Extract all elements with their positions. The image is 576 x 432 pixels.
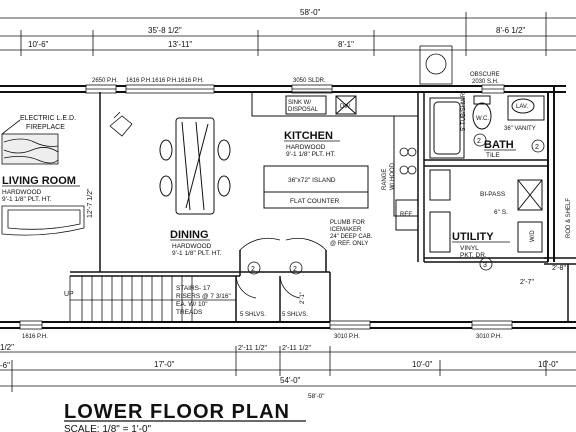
sink-label: SINK W/ [288, 100, 311, 106]
door-tag-3: 2 [477, 138, 481, 145]
plan-scale: SCALE: 1/8" = 1'-0" [64, 424, 152, 432]
staircase [69, 275, 237, 323]
bottom-dim-seg4: 10'-0" [412, 360, 433, 369]
plan-title: LOWER FLOOR PLAN [64, 401, 290, 423]
plumb-note-1: PLUMB FOR [330, 220, 366, 226]
chimney-box [419, 45, 453, 85]
wd-label: W/D [530, 230, 536, 242]
utility-floor-label: VINYL [460, 245, 479, 252]
kitchen-island [263, 165, 369, 209]
range-label: RANGE [382, 169, 388, 190]
top-dim-mid1: 13'-11" [168, 40, 192, 49]
dishwasher-label: DW [340, 104, 350, 110]
stairs-note-2: RISERS @ 7 3/16" [176, 293, 231, 300]
vertical-dim-living: 12'-7 1/2" [87, 188, 94, 218]
disposal-label: DISPOSAL [288, 107, 319, 113]
door-tag-2: 2 [293, 266, 297, 273]
bottom-dim-seg2: 2'-11 1/2" [238, 345, 268, 352]
bottom-dim-seg3: 2'-11 1/2" [282, 345, 312, 352]
stairs-note-1: STAIRS- 17 [176, 285, 211, 292]
utility-fixtures [429, 169, 543, 253]
bottom-dim-seg1: 17'-0" [154, 360, 175, 369]
living-height-label: 9'-1 1/8" PLT. HT. [2, 196, 52, 203]
top-overall-dim: 58'-0" [300, 8, 321, 17]
bottom-windows [19, 320, 513, 330]
ref-label: REF [400, 212, 412, 218]
fireplace-label-2: FIREPLACE [26, 124, 65, 131]
plumb-note-4: @ REF. ONLY [330, 241, 368, 247]
window-label-obscure-size: 2030 S.H. [472, 79, 499, 85]
door-tag-4: 2 [535, 144, 539, 151]
closet-dim: 2'-1" [300, 292, 306, 304]
stairs-note-4: TREADS [176, 309, 203, 316]
dining-table [175, 117, 215, 215]
bottom-window-mid: 3010 P.H. [334, 334, 360, 340]
window-label-2650: 2650 P.H. [92, 78, 118, 84]
lav-label: LAV. [516, 104, 528, 110]
vanity-label: 36" VANITY [504, 126, 536, 132]
dining-height-label: 9'-1 1/8" PLT. HT. [172, 250, 222, 257]
sofa [1, 205, 85, 236]
window-label-slider: 3050 SLDR. [293, 78, 326, 84]
utility-label: UTILITY [452, 231, 494, 243]
door-swings [235, 237, 327, 299]
living-floor-label: HARDWOOD [2, 189, 42, 196]
lounge-chair-icon [109, 111, 133, 137]
window-label-obscure: OBSCURE [470, 72, 500, 78]
fireplace [1, 119, 59, 165]
bath-floor-label: TILE [486, 152, 500, 159]
shelves-left-label: 5 SHLVS. [240, 312, 266, 318]
top-dim-left: 10'-6" [28, 40, 49, 49]
bottom-window-right: 3010 P.H. [476, 334, 502, 340]
stairs-note-3: EA. W/ 10" [176, 301, 208, 308]
shelves-right-label: 5 SHLVS. [282, 312, 308, 318]
top-dimensions [0, 12, 576, 56]
vent-circle-icon [425, 53, 447, 75]
tub-label: 5' TUB/SHWR [461, 92, 467, 131]
plumb-note-2: ICEMAKER [330, 227, 362, 233]
bottom-overall-dim: 54'-0" [280, 376, 301, 385]
wc-label: W.C. [476, 116, 489, 122]
rod-shelf-label: ROD & SHELF [566, 198, 572, 238]
kitchen-cabinets [251, 91, 419, 217]
fireplace-label-1: ELECTRIC L.E.D. [20, 115, 76, 122]
range-burners [399, 147, 417, 175]
bath-label: BATH [484, 139, 514, 151]
top-dim-b: 8'-6 1/2" [496, 26, 525, 35]
top-dim-a: 35'-8 1/2" [148, 26, 182, 35]
hood-label: W/ HOOD [390, 162, 396, 190]
window-label-1616: 1616 P.H.1616 P.H.1616 P.H. [126, 78, 204, 84]
kitchen-height-label: 9'-1 1/8" PLT. HT. [286, 151, 336, 158]
bottom-window-left: 1616 P.H. [22, 334, 48, 340]
stairs-up-label: UP [64, 291, 74, 298]
refrigerator [395, 199, 419, 231]
kitchen-label: KITCHEN [284, 130, 333, 142]
living-room-label: LIVING ROOM [2, 175, 76, 187]
utility-door-label: PKT. DR. [460, 252, 487, 259]
top-windows [85, 84, 505, 94]
bottom-overall-alt: 58'-0" [308, 393, 325, 400]
bipass-label: BI-PASS [480, 191, 506, 198]
flat-counter-label: FLAT COUNTER [290, 198, 340, 205]
shelves-label: 6" S. [494, 209, 508, 216]
plumb-note-3: 24" DEEP CAB. [330, 234, 373, 240]
right-dim-a: 2'-7" [520, 279, 534, 286]
door-tag-5: 3 [483, 262, 487, 269]
dining-chairs [159, 139, 231, 197]
door-tags [247, 133, 545, 275]
bottom-dim-left: 1/2" [0, 343, 14, 352]
bottom-dimensions [0, 346, 576, 392]
island-label: 36"x72" ISLAND [288, 177, 336, 184]
right-dim-b: 2'-8" [552, 265, 566, 272]
bottom-dim-left2: -6" [0, 361, 10, 370]
bath-fixtures [429, 95, 545, 159]
dining-label: DINING [170, 229, 209, 241]
top-dim-mid2: 8'-1" [338, 40, 354, 49]
bottom-dim-seg5: 10'-0" [538, 360, 559, 369]
door-tag-1: 2 [251, 266, 255, 273]
dining-floor-label: HARDWOOD [172, 243, 212, 250]
kitchen-floor-label: HARDWOOD [286, 144, 326, 151]
